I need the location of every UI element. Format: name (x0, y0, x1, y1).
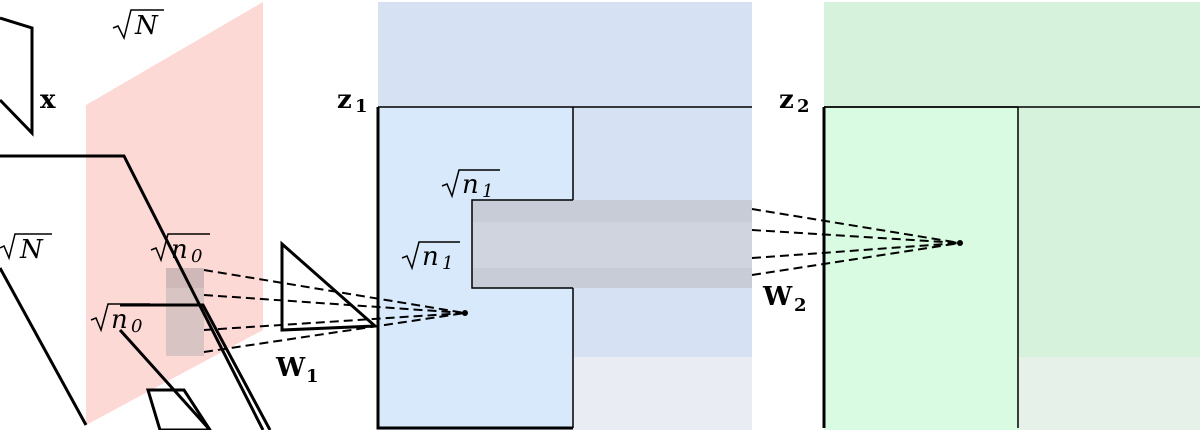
z1-band-bottom (472, 268, 752, 288)
svg-text:n: n (171, 235, 188, 265)
z1-front-outline (376, 107, 573, 430)
svg-text:2: 2 (794, 295, 807, 316)
label-sqrt-n0-b: n 0 (90, 303, 150, 337)
svg-text:2: 2 (797, 96, 810, 117)
label-w1: W 1 (275, 353, 319, 387)
svg-text:W: W (275, 353, 306, 383)
label-sqrt-n-left: N (0, 233, 52, 265)
label-w2: W 2 (762, 282, 807, 316)
label-z2: z 2 (779, 85, 810, 117)
svg-text:z: z (779, 85, 794, 115)
input-plane (86, 2, 263, 425)
svg-text:n: n (111, 305, 128, 335)
label-sqrt-n1-a: n 1 (441, 169, 500, 202)
svg-text:0: 0 (191, 246, 202, 267)
input-frame-small (120, 303, 272, 430)
svg-text:1: 1 (306, 366, 319, 387)
input-frame-tiny (145, 388, 212, 430)
svg-text:N: N (134, 11, 159, 41)
svg-text:N: N (19, 235, 44, 265)
w2-connections (751, 208, 961, 276)
input-frame-top (0, 16, 34, 137)
svg-text:n: n (422, 242, 439, 272)
svg-text:W: W (762, 282, 793, 312)
z2-unit-dot (957, 240, 963, 246)
z1-faint-panel (573, 357, 752, 430)
z1-band-outline (471, 199, 573, 289)
z2-front-panel (824, 107, 1018, 430)
svg-text:0: 0 (131, 316, 142, 337)
label-x: x (40, 85, 56, 115)
z1-band-top (472, 200, 752, 222)
label-sqrt-n1-b: n 1 (401, 241, 460, 274)
input-frame-small-edge (118, 328, 212, 430)
input-frame-middle-left-edge (0, 267, 88, 426)
w1-connections (203, 269, 466, 353)
svg-text:1: 1 (482, 181, 493, 202)
svg-text:n: n (462, 170, 479, 200)
label-sqrt-n-top: N (112, 9, 164, 41)
svg-text:1: 1 (442, 253, 453, 274)
label-sqrt-n0-a: n 0 (150, 233, 210, 267)
svg-text:z: z (337, 85, 352, 115)
z2-faint-panel (1018, 357, 1200, 430)
z1-unit-dot (462, 310, 468, 316)
input-frame-middle (0, 154, 265, 430)
svg-text:1: 1 (355, 96, 368, 117)
w1-filter (280, 240, 379, 332)
label-z1: z 1 (337, 85, 368, 117)
